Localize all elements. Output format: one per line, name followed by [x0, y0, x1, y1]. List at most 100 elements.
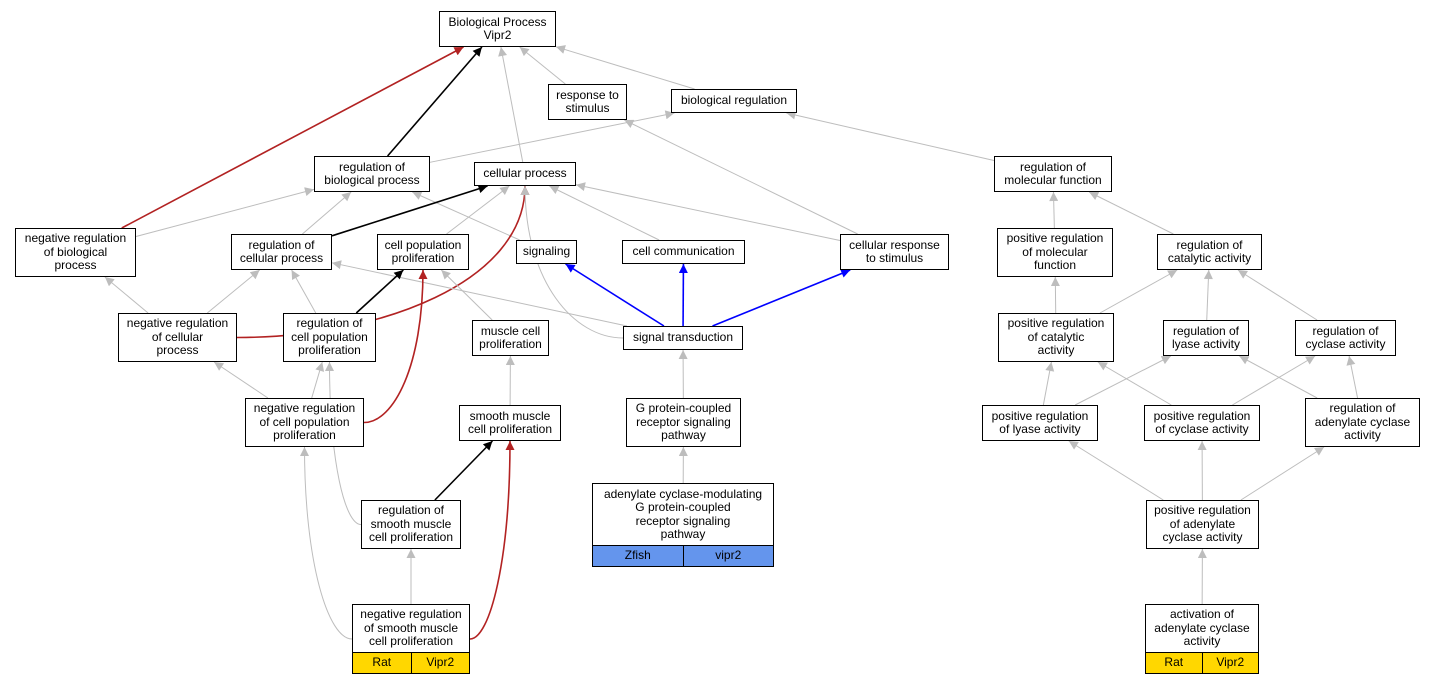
node-regmol[interactable]: regulation of molecular function — [994, 156, 1112, 192]
node-regadcyc[interactable]: regulation of adenylate cyclase activity — [1305, 398, 1420, 447]
edge-negcpp-to-cpp — [363, 269, 428, 424]
node-poslyase[interactable]: positive regulation of lyase activity — [982, 405, 1098, 441]
node-label: regulation of adenylate cyclase activity — [1314, 401, 1411, 443]
node-gpcr[interactable]: G protein-coupled receptor signaling pat… — [626, 398, 741, 447]
edge-regsmcp-to-regcpp — [325, 361, 362, 525]
node-label: positive regulation of adenylate cyclase… — [1154, 503, 1251, 545]
node-label: cellular process — [483, 166, 567, 181]
node-regsmcp[interactable]: regulation of smooth muscle cell prolife… — [361, 500, 461, 549]
node-regcat[interactable]: regulation of catalytic activity — [1157, 234, 1262, 270]
edge-sigtrans-to-cresp — [712, 269, 851, 327]
node-label: adenylate cyclase-modulating G protein-c… — [603, 486, 763, 541]
node-cellcomm[interactable]: cell communication — [622, 240, 745, 264]
edge-negbio-to-regbio — [135, 187, 315, 237]
node-label: G protein-coupled receptor signaling pat… — [635, 401, 732, 443]
node-label: negative regulation of biological proces… — [24, 231, 127, 273]
annotation-cell: Vipr2 — [1201, 653, 1258, 673]
edge-poslyase-to-poscat — [1042, 361, 1055, 406]
node-actadcyc[interactable]: activation of adenylate cyclase activity… — [1145, 604, 1259, 674]
annotation-cell: Vipr2 — [410, 653, 469, 673]
edge-negcpp-to-negcell — [213, 361, 269, 399]
edge-sigtrans-to-regcell — [331, 260, 628, 327]
node-label: activation of adenylate cyclase activity — [1154, 607, 1250, 649]
edge-posmol-to-regmol — [1049, 191, 1059, 229]
node-label: regulation of catalytic activity — [1167, 237, 1252, 265]
edge-poscyc-to-regcyc — [1232, 355, 1316, 406]
node-label: biological regulation — [680, 93, 788, 108]
node-breg[interactable]: biological regulation — [671, 89, 797, 113]
node-regcpp[interactable]: regulation of cell population proliferat… — [283, 313, 376, 362]
node-resp[interactable]: response to stimulus — [548, 84, 627, 120]
edge-regadcyc-to-reglyase — [1239, 355, 1318, 399]
node-label: smooth muscle cell proliferation — [467, 408, 553, 436]
node-label: regulation of biological process — [324, 159, 420, 187]
node-label: cell population proliferation — [384, 237, 462, 265]
edge-posadcyc-to-poslyase — [1068, 440, 1164, 501]
edge-negcell-to-negbio — [104, 276, 149, 314]
node-label: negative regulation of cell population p… — [253, 401, 356, 443]
node-label: regulation of smooth muscle cell prolife… — [368, 503, 454, 545]
edge-mcp-to-cpp — [440, 269, 493, 321]
edge-cpp-to-cellproc — [446, 185, 510, 235]
edge-regmol-to-breg — [786, 110, 995, 161]
edge-regbio-to-breg — [429, 110, 675, 163]
edge-regcat-to-regmol — [1088, 191, 1174, 235]
node-regbio[interactable]: regulation of biological process — [314, 156, 430, 192]
node-adcgpcr[interactable]: adenylate cyclase-modulating G protein-c… — [592, 483, 774, 567]
node-negsmcp[interactable]: negative regulation of smooth muscle cel… — [352, 604, 470, 674]
node-label: cellular response to stimulus — [849, 237, 940, 265]
node-regcyc[interactable]: regulation of cyclase activity — [1295, 320, 1396, 356]
node-reglyase[interactable]: regulation of lyase activity — [1163, 320, 1249, 356]
edge-cellproc-to-bp — [498, 46, 524, 163]
node-sigtrans[interactable]: signal transduction — [623, 326, 743, 350]
edge-regcpp-to-regcell — [291, 269, 317, 314]
edge-negbio-to-bp — [121, 46, 464, 229]
annotation-cell: vipr2 — [682, 546, 773, 566]
edge-regcpp-to-cpp — [355, 269, 404, 314]
edge-cresp-to-cellproc — [575, 182, 841, 241]
node-bp[interactable]: Biological Process Vipr2 — [439, 11, 556, 47]
node-label: signal transduction — [632, 330, 734, 345]
node-posmol[interactable]: positive regulation of molecular functio… — [997, 228, 1113, 277]
node-label: positive regulation of catalytic activit… — [1007, 316, 1105, 358]
node-label: regulation of lyase activity — [1171, 323, 1241, 351]
node-cellproc[interactable]: cellular process — [474, 162, 576, 186]
node-label: regulation of cellular process — [239, 237, 324, 265]
node-mcp[interactable]: muscle cell proliferation — [472, 320, 549, 356]
edge-regcell-to-regbio — [302, 191, 352, 235]
edge-poslyase-to-reglyase — [1074, 355, 1172, 406]
node-cpp[interactable]: cell population proliferation — [377, 234, 469, 270]
node-signaling[interactable]: signaling — [516, 240, 577, 264]
node-poscyc[interactable]: positive regulation of cyclase activity — [1144, 405, 1260, 441]
edge-negcpp-to-regcpp — [311, 361, 325, 399]
node-poscat[interactable]: positive regulation of catalytic activit… — [998, 313, 1114, 362]
edge-reglyase-to-regcat — [1203, 269, 1213, 321]
node-label: positive regulation of molecular functio… — [1006, 231, 1104, 273]
node-negbio[interactable]: negative regulation of biological proces… — [15, 228, 136, 277]
node-negcell[interactable]: negative regulation of cellular process — [118, 313, 237, 362]
node-posadcyc[interactable]: positive regulation of adenylate cyclase… — [1146, 500, 1259, 549]
node-label: positive regulation of cyclase activity — [1153, 408, 1251, 436]
node-cresp[interactable]: cellular response to stimulus — [840, 234, 949, 270]
annotation-cell: Rat — [1146, 653, 1202, 673]
edge-regcell-to-cellproc — [331, 184, 488, 237]
node-label: regulation of molecular function — [1004, 159, 1102, 187]
node-label: regulation of cyclase activity — [1305, 323, 1386, 351]
edge-regcyc-to-regcat — [1237, 269, 1318, 321]
node-label: muscle cell proliferation — [479, 323, 542, 351]
edge-sigtrans-to-signaling — [565, 263, 665, 327]
edge-resp-to-bp — [519, 46, 566, 85]
node-negcpp[interactable]: negative regulation of cell population p… — [245, 398, 364, 447]
node-label: cell communication — [632, 244, 735, 259]
node-label: negative regulation of cellular process — [126, 316, 229, 358]
node-smcp[interactable]: smooth muscle cell proliferation — [459, 405, 561, 441]
edge-negcell-to-regcell — [206, 269, 260, 314]
edge-signaling-to-regbio — [412, 191, 520, 241]
node-label: Biological Process Vipr2 — [448, 14, 547, 42]
node-regcell[interactable]: regulation of cellular process — [231, 234, 332, 270]
